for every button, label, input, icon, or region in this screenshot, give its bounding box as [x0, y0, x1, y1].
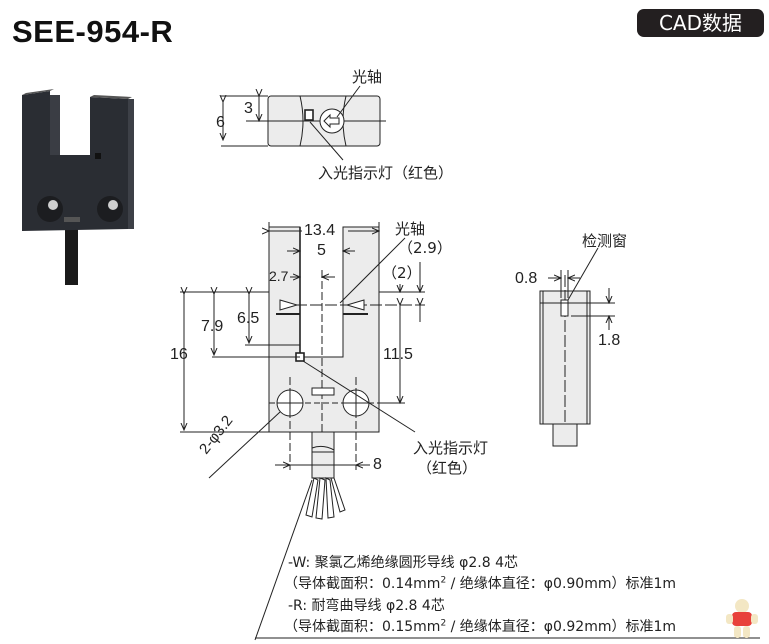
cable-note-r-spec: （导体截面积：0.15mm2 / 绝缘体直径：φ0.92mm）标准1m [284, 618, 677, 635]
dim-hole-pitch: 8 [373, 456, 382, 473]
top-indicator-label: 入光指示灯（红色） [318, 164, 454, 182]
dim-top-height: 6 [216, 114, 225, 131]
cable-note-w: -W: 聚氯乙烯绝缘圆形导线 φ2.8 4芯 [288, 555, 518, 571]
dim-2: （2） [382, 264, 422, 282]
top-optical-axis-label: 光轴 [352, 68, 383, 86]
watermark-mascot-icon [726, 599, 758, 638]
detection-window-label: 检测窗 [582, 232, 628, 250]
model-title: SEE-954-R [12, 14, 174, 49]
cable-note-w-spec: （导体截面积：0.14mm2 / 绝缘体直径：φ0.90mm）标准1m [284, 575, 677, 592]
dim-6-5: 6.5 [237, 310, 260, 327]
dim-height: 16 [170, 346, 188, 363]
dim-window-width: 0.8 [515, 270, 538, 287]
product-photo [22, 89, 134, 285]
dim-axis-height: （2.9） [398, 239, 452, 257]
cad-data-button[interactable]: CAD数据 [637, 9, 764, 37]
dim-top-half: 3 [244, 100, 253, 117]
dim-11-5: 11.5 [383, 346, 413, 363]
dim-slot: 5 [317, 242, 326, 259]
front-optical-axis-label: 光轴 [395, 220, 426, 238]
dim-width: 13.4 [304, 222, 336, 239]
dim-7-9: 7.9 [201, 318, 224, 335]
front-indicator-label-1: 入光指示灯 [413, 439, 489, 457]
dim-offset: 2.7 [269, 268, 289, 284]
cable-note-r: -R: 耐弯曲导线 φ2.8 4芯 [288, 598, 445, 614]
dim-window-height: 1.8 [598, 332, 621, 349]
front-indicator-label-2: （红色） [417, 459, 478, 477]
